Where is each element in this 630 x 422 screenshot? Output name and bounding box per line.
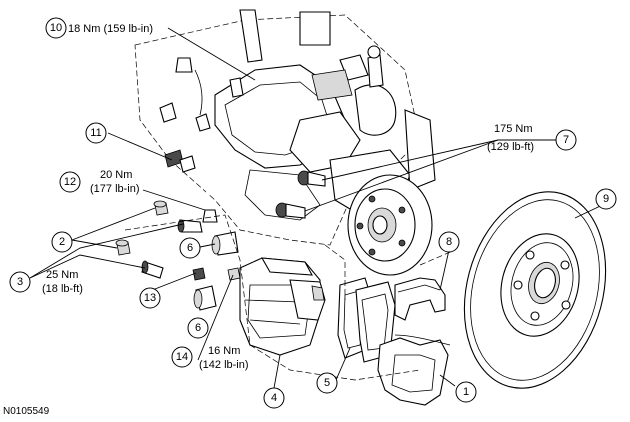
figure-id: N0105549	[3, 406, 50, 417]
caliper-guide-pins	[141, 219, 203, 279]
knuckle-bolts	[275, 170, 326, 219]
callout-3: 3	[9, 271, 31, 293]
bleeder-dust-caps	[115, 200, 169, 256]
callout-number: 14	[176, 351, 188, 363]
callout-6-upper: 6	[179, 237, 201, 259]
alignment-lines	[124, 214, 456, 381]
knuckle-assembly	[134, 9, 436, 246]
torque-label-10: 18 Nm (159 lb-in)	[68, 23, 153, 35]
callout-7: 7	[555, 129, 577, 151]
callout-number: 4	[271, 392, 277, 404]
torque-label-7-nm: 175 Nm	[494, 123, 533, 135]
callout-6-lower: 6	[187, 317, 209, 339]
brake-hose	[159, 57, 244, 223]
callout-number: 8	[446, 236, 452, 248]
callout-number: 9	[603, 193, 609, 205]
brake-pads	[337, 277, 396, 363]
callout-1: 1	[455, 381, 477, 403]
callout-number: 3	[17, 276, 23, 288]
torque-label-12-lb: (177 lb-in)	[90, 183, 140, 195]
callout-number: 2	[59, 236, 65, 248]
callout-13: 13	[139, 287, 161, 309]
brake-hose-bracket	[164, 149, 196, 173]
torque-label-3-nm: 25 Nm	[46, 269, 78, 281]
callout-10: 10	[45, 17, 67, 39]
callout-number: 5	[324, 377, 330, 389]
callout-number: 7	[563, 134, 569, 146]
guide-pin-boots	[193, 231, 239, 311]
callout-11: 11	[85, 122, 107, 144]
torque-label-14-nm: 16 Nm	[208, 345, 240, 357]
torque-label-3-lb: (18 lb-ft)	[42, 283, 83, 295]
torque-label-7-lb: (129 lb-ft)	[487, 141, 534, 153]
callout-2: 2	[51, 231, 73, 253]
callout-number: 12	[64, 176, 76, 188]
callout-number: 11	[90, 127, 101, 139]
leader-lines	[29, 27, 614, 389]
bleeder-screw	[192, 267, 241, 281]
callout-4: 4	[263, 387, 285, 409]
callout-9: 9	[595, 188, 617, 210]
callout-number: 6	[187, 242, 193, 254]
callout-14: 14	[171, 346, 193, 368]
brake-caliper	[239, 257, 326, 356]
callout-number: 1	[463, 386, 469, 398]
callout-8: 8	[438, 231, 460, 253]
brake-rotor	[463, 191, 607, 389]
callout-12: 12	[59, 171, 81, 193]
callout-number: 13	[144, 292, 156, 304]
callout-number: 10	[50, 22, 62, 34]
caliper-anchor-plate	[377, 277, 451, 406]
wheel-hub	[347, 174, 433, 276]
torque-label-12-nm: 20 Nm	[100, 169, 132, 181]
torque-label-14-lb: (142 lb-in)	[199, 359, 249, 371]
callout-number: 6	[195, 322, 201, 334]
callout-5: 5	[316, 372, 338, 394]
